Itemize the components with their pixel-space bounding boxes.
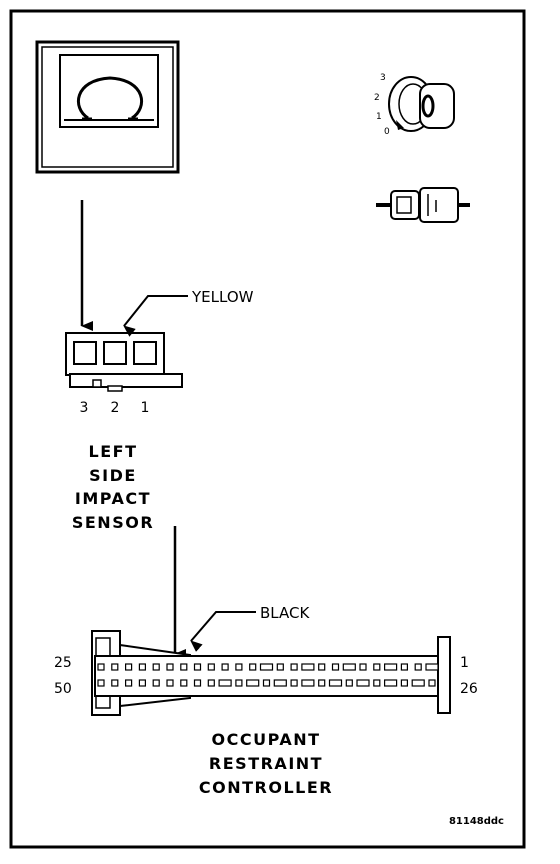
controller-pin-cavity (111, 679, 119, 687)
controller-pin-cavity (218, 679, 232, 687)
controller-pin-cavity (414, 663, 422, 671)
controller-pin-cavity (425, 663, 439, 671)
controller-pin-cavity (359, 663, 367, 671)
controller-pin-50: 50 (54, 681, 72, 697)
controller-pin-cavity (345, 679, 353, 687)
controller-pin-cavity (290, 679, 298, 687)
controller-pin-cavity (259, 663, 274, 671)
controller-pin-cavity (207, 679, 215, 687)
controller-pin-cavity (235, 663, 243, 671)
controller-pin-cavity (221, 663, 229, 671)
ignition-position-2: 2 (374, 93, 380, 103)
controller-pin-cavity (249, 663, 257, 671)
controller-pin-cavity (301, 663, 315, 671)
controller-pin-cavity (273, 679, 287, 687)
controller-pin-cavity (124, 663, 133, 671)
sensor-pin-1: 1 (141, 400, 150, 416)
ignition-position-1: 1 (376, 112, 382, 122)
black-wire-label: BLACK (260, 604, 310, 622)
ohmmeter-icon: Ω (35, 40, 180, 174)
controller-pin-cavity (111, 663, 119, 671)
controller-pin-cavity (180, 679, 188, 687)
controller-pin-cavity (384, 663, 398, 671)
sensor-title-line-1: LEFT (89, 442, 138, 461)
ignition-position-3: 3 (380, 73, 386, 83)
controller-pin-cavity (276, 663, 284, 671)
controller-title-line-1: OCCUPANT (211, 730, 320, 749)
controller-pin-cavity (152, 679, 160, 687)
yellow-wire-leader (123, 295, 188, 337)
controller-pin-cavity (124, 679, 133, 687)
sensor-pin-2: 2 (111, 400, 120, 416)
controller-pin-26: 26 (460, 681, 478, 697)
controller-pin-cavity (342, 663, 356, 671)
controller-pin-cavity (97, 679, 105, 687)
controller-pin-cavity (373, 679, 381, 687)
ignition-position-0: 0 (384, 127, 390, 137)
controller-pin-cavity (400, 679, 408, 687)
sensor-connector (65, 332, 183, 392)
controller-pin-cavity (180, 663, 188, 671)
controller-pin-cavity (235, 679, 243, 687)
controller-pin-cavity (373, 663, 381, 671)
controller-pin-cavity (331, 663, 340, 671)
controller-pin-cavity (384, 679, 398, 687)
controller-pin-cavity (152, 663, 160, 671)
controller-pin-cavity (207, 663, 215, 671)
controller-pin-cavity (193, 679, 202, 687)
controller-pin-cavity (262, 679, 271, 687)
controller-pin-cavity (138, 679, 146, 687)
controller-pin-cavity (356, 679, 370, 687)
controller-pin-25: 25 (54, 655, 72, 671)
controller-pin-cavity (328, 679, 343, 687)
sensor-pin-3: 3 (80, 400, 89, 416)
controller-pin-1: 1 (460, 655, 469, 671)
controller-connector (91, 630, 451, 716)
controller-title-line-3: CONTROLLER (199, 778, 333, 797)
ignition-key-icon: 3 2 1 0 (374, 73, 455, 137)
controller-pin-cavity (166, 663, 174, 671)
figure-code: 81148ddc (449, 816, 504, 827)
black-wire-leader (190, 611, 256, 652)
sensor-title-line-2: SIDE (89, 466, 137, 485)
sensor-title-line-4: SENSOR (72, 513, 154, 532)
controller-pin-cavity (138, 663, 146, 671)
controller-pin-cavity (166, 679, 174, 687)
connector-icon (376, 187, 470, 223)
controller-pin-cavity (301, 679, 315, 687)
controller-pin-cavity (428, 679, 436, 687)
diagram-border (9, 9, 526, 849)
sensor-title-line-3: IMPACT (75, 489, 151, 508)
controller-pin-cavity (318, 679, 326, 687)
controller-pin-cavity (411, 679, 425, 687)
controller-pin-cavity (318, 663, 326, 671)
yellow-wire-label: YELLOW (191, 288, 254, 306)
controller-pin-cavity (193, 663, 202, 671)
controller-pin-cavity (290, 663, 298, 671)
controller-title-line-2: RESTRAINT (209, 754, 323, 773)
controller-pin-cavity (97, 663, 105, 671)
controller-pin-cavity (400, 663, 408, 671)
controller-pin-cavity (246, 679, 260, 687)
